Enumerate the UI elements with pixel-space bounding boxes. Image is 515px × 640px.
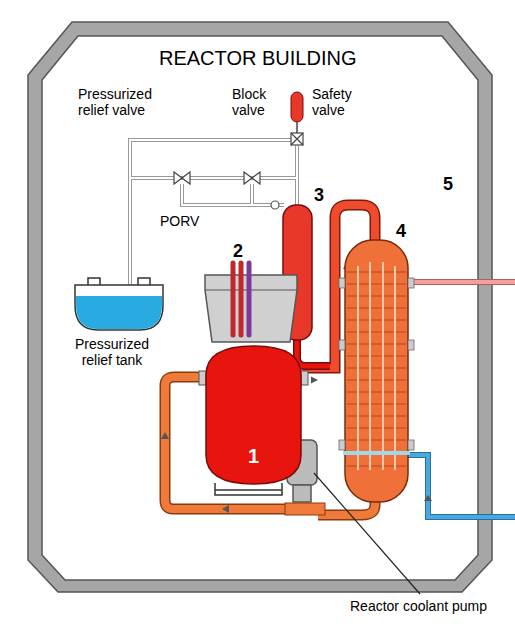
callout-number: 2 (233, 241, 243, 261)
drawing-part (311, 377, 318, 384)
drawing-part (271, 201, 279, 209)
drawing-part (174, 172, 190, 184)
callout-number: 1 (248, 445, 259, 467)
drawing-part (199, 371, 206, 385)
drawing-part (244, 172, 260, 184)
relief-tank (75, 278, 163, 330)
drawing-part (291, 133, 303, 145)
valve-label: Safety valve (312, 86, 367, 118)
valve-label: Block valve (232, 86, 278, 118)
drawing-part (345, 240, 408, 502)
drawing-part (347, 272, 406, 466)
drawing-part (343, 451, 410, 455)
drawing-part (318, 500, 375, 515)
drawing-part (28, 22, 492, 592)
drawing-part (215, 483, 282, 495)
drawing-part (297, 338, 330, 366)
drawing-part (408, 340, 414, 350)
drawing-part (296, 122, 298, 133)
drawing-part (408, 280, 515, 284)
drawing-part (76, 296, 162, 329)
drawing-part (291, 92, 303, 122)
reactor-head (205, 263, 297, 342)
valve-label: PORV (160, 213, 199, 229)
drawing-part (408, 279, 515, 285)
drawing-part (293, 485, 311, 502)
drawing-part (408, 455, 515, 517)
callout-number: 3 (314, 185, 324, 205)
reactor-vessel: 1 (205, 345, 302, 485)
drawing-part (408, 440, 414, 450)
drawing-part (231, 263, 236, 335)
relief-piping (130, 92, 303, 298)
drawing-part (297, 338, 330, 366)
valve-label: Pressurized relief valve (78, 86, 170, 118)
building-wall (28, 22, 492, 592)
drawing-part (408, 278, 414, 288)
drawing-part (161, 432, 169, 439)
pump-label: Reactor coolant pump (350, 598, 487, 614)
primary-loop (161, 205, 375, 515)
drawing-part (318, 500, 375, 515)
secondary-lines (408, 282, 515, 517)
diagram-title: REACTOR BUILDING (159, 46, 356, 70)
vessel-shape (206, 346, 301, 484)
drawing-part (424, 495, 432, 501)
drawing-part (285, 503, 325, 515)
drawing-part (88, 278, 150, 285)
steam-generator (339, 240, 414, 502)
drawing-part (247, 263, 252, 335)
drawing-part (339, 340, 345, 350)
drawing-part (75, 285, 163, 330)
drawing-part (222, 505, 229, 513)
drawing-part (408, 455, 515, 517)
callout-number: 4 (396, 221, 406, 241)
drawing-part (42, 36, 478, 580)
drawing-part (339, 440, 345, 450)
drawing-part (239, 263, 244, 335)
drawing-part (301, 371, 308, 385)
drawing-part (339, 278, 345, 288)
drawing-part (358, 262, 395, 470)
drawing-part (291, 133, 303, 145)
tank-label: Pressurized relief tank (62, 336, 162, 368)
callout-number: 5 (443, 174, 453, 194)
leader-line (314, 473, 420, 594)
